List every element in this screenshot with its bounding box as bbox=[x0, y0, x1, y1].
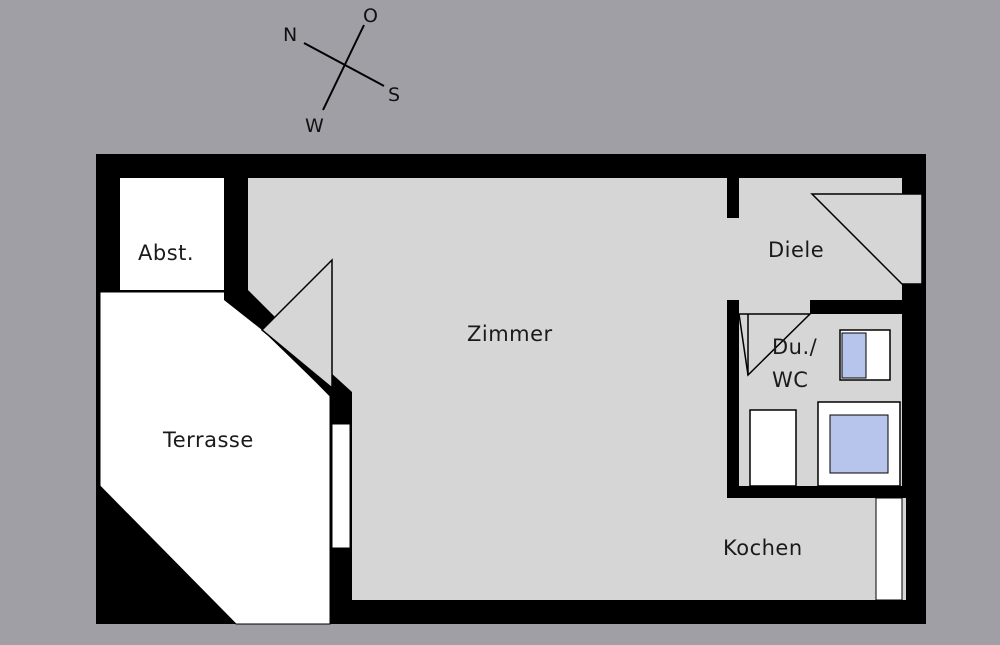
bath-wall-left bbox=[727, 300, 739, 498]
terrace-label: Terrasse bbox=[162, 428, 254, 452]
bath-wall-right bbox=[902, 300, 906, 498]
entry-door-swing bbox=[810, 193, 923, 285]
storage-label: Abst. bbox=[138, 241, 194, 265]
terrace-window bbox=[331, 423, 351, 549]
compass-east-label: O bbox=[363, 5, 378, 27]
hall-label: Diele bbox=[768, 238, 824, 262]
entry-wall-bottom bbox=[902, 286, 926, 306]
compass-east-west-line bbox=[322, 24, 365, 111]
room-label: Zimmer bbox=[467, 322, 553, 346]
compass-south-label: S bbox=[388, 84, 400, 106]
entry-wall-top bbox=[902, 178, 926, 196]
compass: N O S W bbox=[283, 5, 400, 137]
terrace-door-swing bbox=[260, 258, 333, 390]
storage-wall bbox=[224, 178, 248, 298]
sink-basin bbox=[841, 332, 867, 379]
kitchen-window bbox=[875, 497, 903, 601]
bath-wall-top bbox=[810, 300, 907, 314]
shower-basin bbox=[829, 414, 889, 474]
terrace-diagonal-wall bbox=[224, 290, 352, 420]
compass-north-label: N bbox=[283, 24, 297, 46]
compass-west-label: W bbox=[305, 115, 324, 137]
bath-door-swing bbox=[738, 313, 812, 377]
diele-wall-stub bbox=[727, 178, 739, 218]
bath-label-line2: WC bbox=[772, 368, 808, 392]
kitchen-label: Kochen bbox=[723, 536, 803, 560]
toilet-fixture bbox=[749, 409, 797, 487]
storage-room bbox=[120, 178, 224, 290]
bath-label-line1: Du./ bbox=[772, 335, 818, 359]
bath-wall-bottom bbox=[727, 486, 907, 498]
